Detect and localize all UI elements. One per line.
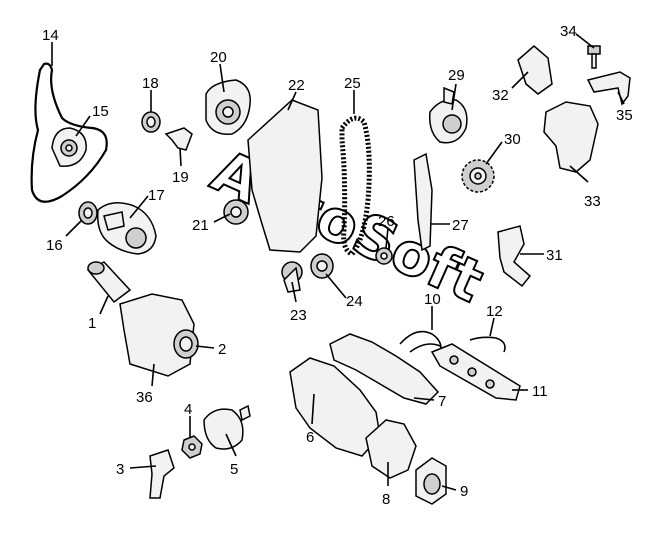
callout-21: 21 xyxy=(192,217,209,234)
watermark: AutoSoft xyxy=(201,135,494,316)
callout-17: 17 xyxy=(148,187,165,204)
small-bracket xyxy=(164,127,193,151)
camshaft-sprocket xyxy=(223,199,249,225)
idler-pulley xyxy=(78,201,98,225)
gear-wheel xyxy=(461,159,495,193)
callout-7: 7 xyxy=(438,393,446,410)
callout-31: 31 xyxy=(546,247,563,264)
callout-5: 5 xyxy=(230,461,238,478)
throttle-body xyxy=(415,457,447,505)
callout-labels: 14 15 16 17 18 19 20 21 22 23 24 25 26 2… xyxy=(42,23,633,508)
callout-8: 8 xyxy=(382,491,390,508)
drive-belt xyxy=(30,62,108,203)
callout-1: 1 xyxy=(88,315,96,332)
callout-23: 23 xyxy=(290,307,307,324)
callout-32: 32 xyxy=(492,87,509,104)
callout-11: 11 xyxy=(532,383,548,400)
manifold-runner xyxy=(365,419,417,479)
callout-6: 6 xyxy=(306,429,314,446)
mounting-bracket xyxy=(517,45,553,95)
callout-33: 33 xyxy=(584,193,601,210)
callout-29: 29 xyxy=(448,67,465,84)
callout-14: 14 xyxy=(42,27,59,44)
callout-34: 34 xyxy=(560,23,577,40)
belt-tensioner xyxy=(51,127,87,167)
callout-36: 36 xyxy=(136,389,153,406)
oil-pump xyxy=(205,79,251,135)
lever-arm xyxy=(586,71,631,106)
callout-19: 19 xyxy=(172,169,189,186)
svg-text:AutoSoft: AutoSoft xyxy=(202,136,493,315)
callout-25: 25 xyxy=(344,75,361,92)
fuel-line xyxy=(469,336,506,353)
crank-sprocket xyxy=(281,261,303,293)
callout-26: 26 xyxy=(378,213,395,230)
chain-guide xyxy=(413,152,433,252)
callout-2: 2 xyxy=(218,341,226,358)
manifold-gasket xyxy=(329,333,440,405)
thermostat-housing xyxy=(428,86,468,144)
callout-22: 22 xyxy=(288,77,305,94)
callout-15: 15 xyxy=(92,103,109,120)
callout-16: 16 xyxy=(46,237,63,254)
fuel-rail xyxy=(430,343,521,401)
elbow-pipe xyxy=(497,225,532,288)
callout-24: 24 xyxy=(346,293,363,310)
water-pump xyxy=(96,202,157,255)
callout-4: 4 xyxy=(184,401,192,418)
callout-10: 10 xyxy=(424,291,441,308)
callout-35: 35 xyxy=(616,107,633,124)
callout-30: 30 xyxy=(504,131,521,148)
oil-filter xyxy=(86,261,132,304)
callout-27: 27 xyxy=(452,217,469,234)
seal-ring xyxy=(141,111,161,133)
bracket-assembly xyxy=(543,101,599,173)
housing-cover xyxy=(173,329,199,359)
timing-cover xyxy=(247,99,323,253)
callout-12: 12 xyxy=(486,303,503,320)
pipe-flange xyxy=(149,449,175,499)
timing-chain xyxy=(339,115,372,257)
idler-sprocket xyxy=(375,247,393,265)
callout-3: 3 xyxy=(116,461,124,478)
callout-20: 20 xyxy=(210,49,227,66)
leader-lines xyxy=(51,33,625,491)
nut xyxy=(181,435,203,459)
bolt xyxy=(587,45,601,69)
callout-9: 9 xyxy=(460,483,468,500)
callout-18: 18 xyxy=(142,75,159,92)
filter-housing xyxy=(119,293,195,377)
thermostat xyxy=(203,404,251,450)
injector-harness xyxy=(399,330,442,355)
crankshaft-pulley xyxy=(310,253,334,279)
